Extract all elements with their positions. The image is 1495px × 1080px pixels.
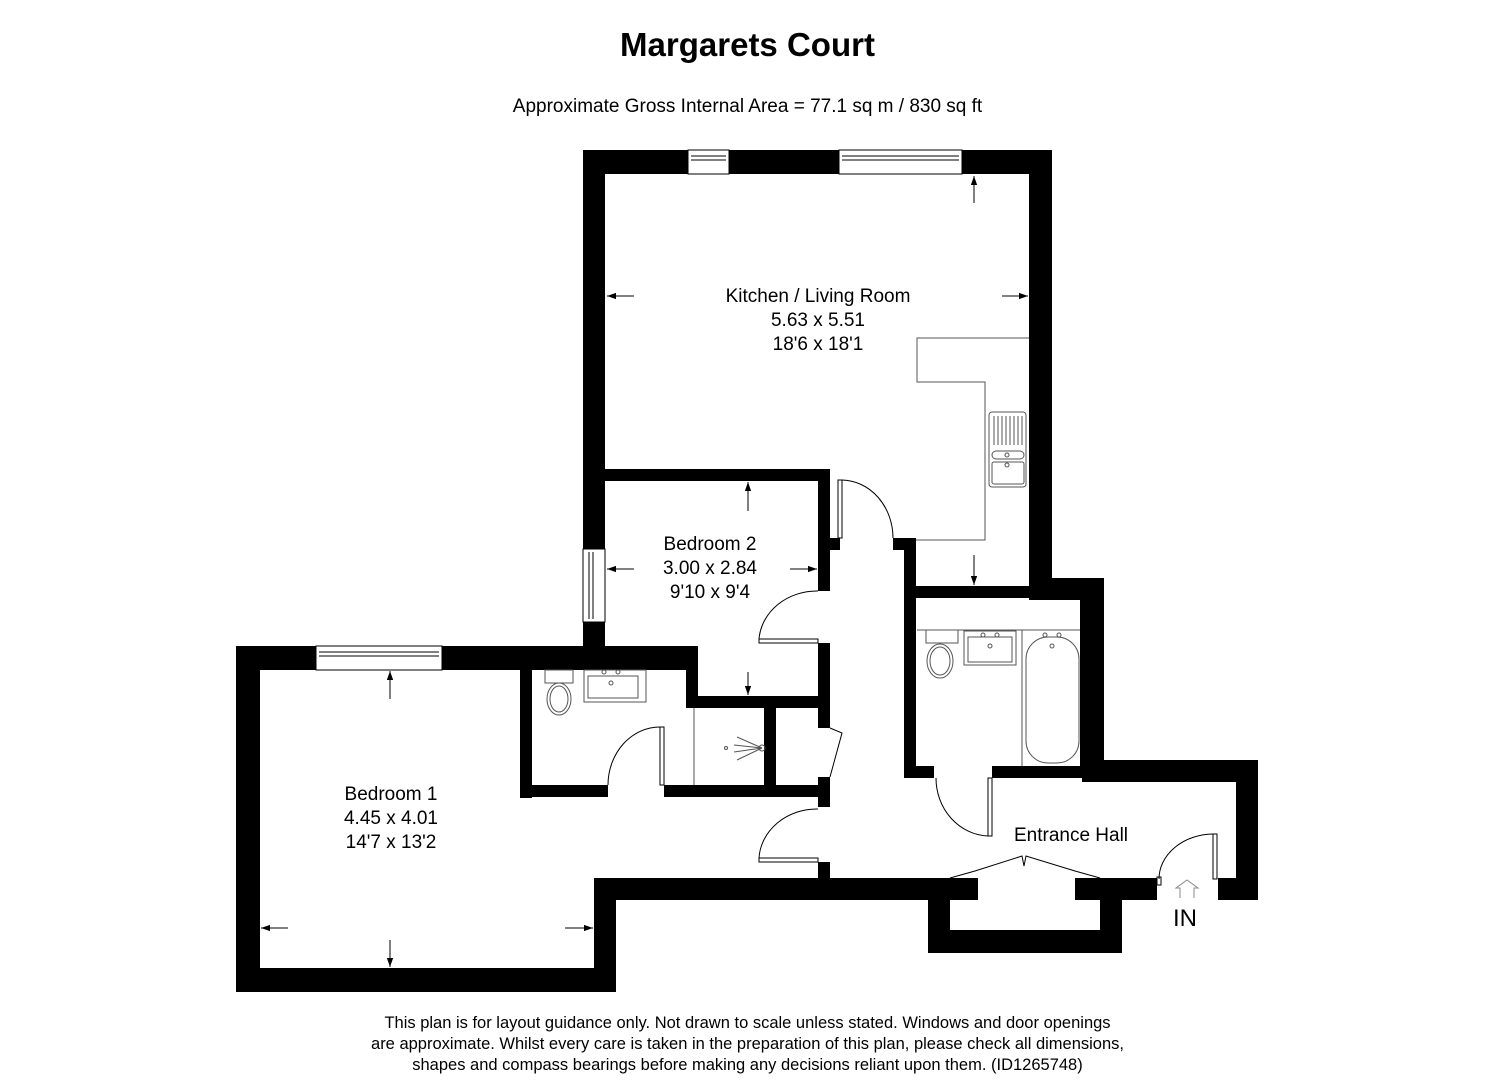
room-metric: 4.45 x 4.01 bbox=[343, 808, 439, 829]
basin-icon bbox=[583, 629, 1080, 703]
walls bbox=[236, 150, 1258, 992]
dimension-arrow-icon bbox=[261, 176, 1028, 967]
window-icon bbox=[315, 149, 963, 671]
door-swing-icon bbox=[607, 479, 1218, 886]
gross-internal-area: Approximate Gross Internal Area = 77.1 s… bbox=[512, 96, 983, 117]
room-label-bedroom-2: Bedroom 2 3.00 x 2.84 9'10 x 9'4 bbox=[663, 533, 757, 605]
kitchen-worktop bbox=[916, 337, 1029, 541]
kitchen-sink-icon bbox=[988, 411, 1027, 488]
room-name: Bedroom 2 bbox=[663, 534, 757, 555]
bath-icon bbox=[1021, 630, 1080, 766]
entrance-label: IN bbox=[1173, 905, 1197, 932]
room-name: Entrance Hall bbox=[1013, 825, 1129, 846]
room-imperial: 14'7 x 13'2 bbox=[345, 832, 437, 853]
room-metric: 3.00 x 2.84 bbox=[662, 558, 758, 579]
room-label-kitchen-living: Kitchen / Living Room 5.63 x 5.51 18'6 x… bbox=[726, 285, 911, 357]
disclaimer-line: This plan is for layout guidance only. N… bbox=[384, 1014, 1111, 1032]
entry-arrow-icon bbox=[1174, 879, 1200, 898]
room-imperial: 9'10 x 9'4 bbox=[669, 582, 751, 603]
room-label-bedroom-1: Bedroom 1 4.45 x 4.01 14'7 x 13'2 bbox=[344, 783, 438, 855]
disclaimer-line: are approximate. Whilst every care is ta… bbox=[371, 1035, 1124, 1053]
room-imperial: 18'6 x 18'1 bbox=[772, 334, 864, 355]
disclaimer-line: shapes and compass bearings before makin… bbox=[412, 1056, 1083, 1074]
room-metric: 5.63 x 5.51 bbox=[770, 310, 866, 331]
plan-title: Margarets Court bbox=[620, 26, 875, 63]
room-name: Kitchen / Living Room bbox=[725, 286, 911, 307]
room-label-entrance-hall: Entrance Hall bbox=[1014, 824, 1128, 848]
shower-icon bbox=[693, 708, 766, 785]
disclaimer: This plan is for layout guidance only. N… bbox=[0, 1013, 1495, 1076]
room-name: Bedroom 1 bbox=[344, 784, 438, 805]
